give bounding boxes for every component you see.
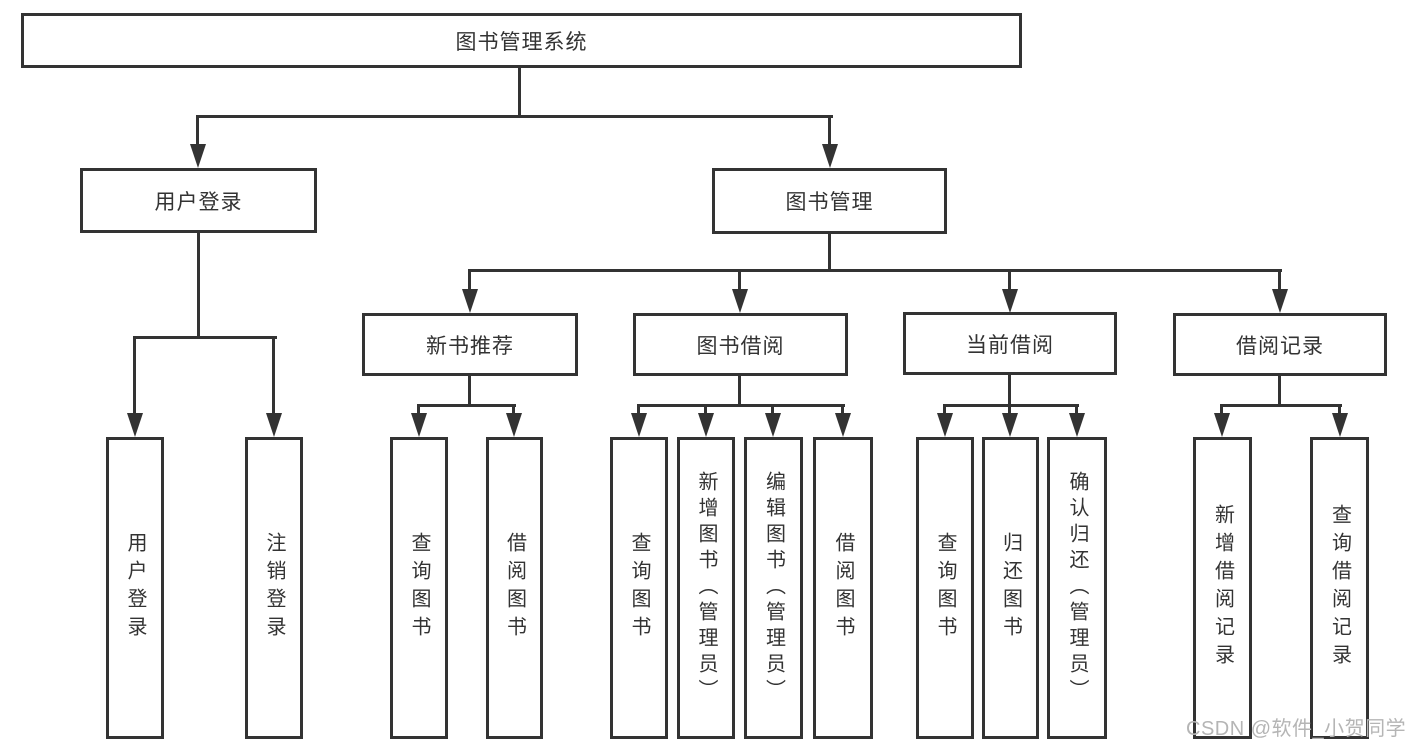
connector-line — [738, 269, 741, 293]
leaf-bb-query-books: 查询图书 — [610, 437, 668, 739]
connector-line — [468, 269, 471, 293]
node-book-borrowing-label: 图书借阅 — [696, 334, 785, 358]
node-book-borrowing: 图书借阅 — [633, 313, 848, 376]
arrow-down-icon — [190, 144, 206, 168]
connector-line — [196, 117, 199, 150]
node-current-borrowing: 当前借阅 — [903, 312, 1117, 375]
leaf-cb-return-books: 归还图书 — [982, 437, 1039, 739]
node-user-login: 用户登录 — [80, 168, 317, 233]
connector-line — [133, 336, 136, 417]
node-book-management: 图书管理 — [712, 168, 947, 234]
leaf-user-login-label: 用户登录 — [124, 532, 146, 644]
arrow-down-icon — [835, 413, 851, 437]
leaf-logout: 注销登录 — [245, 437, 303, 739]
leaf-bb-add-books-admin-label: 新增图书（管理员） — [695, 471, 717, 705]
leaf-br-query-borrow-record-label: 查询借阅记录 — [1328, 504, 1351, 672]
node-new-book-recommend-label: 新书推荐 — [426, 334, 514, 358]
node-borrow-records-label: 借阅记录 — [1236, 334, 1324, 358]
leaf-cb-query-books-label: 查询图书 — [934, 532, 956, 644]
connector-line — [1008, 269, 1011, 293]
arrow-down-icon — [1002, 413, 1018, 437]
connector-line — [841, 404, 844, 420]
leaf-nb-borrow-books-label: 借阅图书 — [503, 532, 526, 644]
node-library-system-label: 图书管理系统 — [455, 30, 588, 54]
node-book-management-label: 图书管理 — [785, 191, 874, 214]
leaf-bb-query-books-label: 查询图书 — [628, 532, 650, 644]
arrow-down-icon — [732, 289, 748, 313]
leaf-bb-edit-books-admin: 编辑图书（管理员） — [744, 437, 803, 739]
arrow-down-icon — [266, 413, 282, 437]
arrow-down-icon — [127, 413, 143, 437]
arrow-down-icon — [765, 413, 781, 437]
connector-line — [133, 336, 277, 339]
connector-line — [417, 404, 516, 407]
node-user-login-label: 用户登录 — [154, 190, 243, 214]
leaf-bb-borrow-books: 借阅图书 — [813, 437, 873, 739]
leaf-cb-confirm-return-admin: 确认归还（管理员） — [1047, 437, 1107, 739]
connector-line — [1075, 404, 1078, 420]
connector-line — [637, 404, 845, 407]
leaf-bb-add-books-admin: 新增图书（管理员） — [677, 437, 735, 739]
arrow-down-icon — [1272, 289, 1288, 313]
arrow-down-icon — [698, 413, 714, 437]
connector-line — [828, 234, 831, 271]
connector-line — [828, 117, 831, 150]
leaf-cb-confirm-return-admin-label: 确认归还（管理员） — [1066, 471, 1088, 705]
connector-line — [1338, 404, 1341, 420]
leaf-cb-query-books: 查询图书 — [916, 437, 974, 739]
connector-line — [1278, 376, 1281, 406]
leaf-cb-return-books-label: 归还图书 — [999, 532, 1022, 644]
watermark: CSDN @软件_小贺同学 — [1186, 718, 1405, 740]
arrow-down-icon — [1332, 413, 1348, 437]
connector-line — [943, 404, 1079, 407]
arrow-down-icon — [937, 413, 953, 437]
leaf-br-add-borrow-record-label: 新增借阅记录 — [1211, 504, 1234, 672]
connector-line — [1220, 404, 1342, 407]
connector-line — [738, 376, 741, 406]
leaf-nb-query-books-label: 查询图书 — [408, 532, 430, 644]
node-borrow-records: 借阅记录 — [1173, 313, 1387, 376]
connector-line — [518, 68, 521, 118]
arrow-down-icon — [1069, 413, 1085, 437]
connector-line — [771, 404, 774, 420]
arrow-down-icon — [822, 144, 838, 168]
leaf-br-add-borrow-record: 新增借阅记录 — [1193, 437, 1252, 739]
connector-line — [468, 376, 471, 406]
arrow-down-icon — [506, 413, 522, 437]
connector-line — [1220, 404, 1223, 420]
connector-line — [417, 404, 420, 420]
connector-line — [196, 115, 833, 118]
connector-line — [468, 269, 1282, 272]
connector-line — [943, 404, 946, 420]
arrow-down-icon — [631, 413, 647, 437]
leaf-bb-edit-books-admin-label: 编辑图书（管理员） — [762, 471, 785, 705]
node-library-system: 图书管理系统 — [21, 13, 1022, 68]
connector-line — [637, 404, 640, 420]
connector-line — [1008, 404, 1011, 420]
node-current-borrowing-label: 当前借阅 — [966, 333, 1054, 357]
connector-line — [704, 404, 707, 420]
leaf-br-query-borrow-record: 查询借阅记录 — [1310, 437, 1369, 739]
connector-line — [272, 336, 275, 417]
arrow-down-icon — [462, 289, 478, 313]
connector-line — [512, 404, 515, 420]
connector-line — [1008, 375, 1011, 406]
arrow-down-icon — [1002, 289, 1018, 313]
connector-line — [1278, 269, 1281, 293]
leaf-bb-borrow-books-label: 借阅图书 — [832, 532, 854, 644]
arrow-down-icon — [1214, 413, 1230, 437]
connector-line — [197, 233, 200, 339]
leaf-user-login: 用户登录 — [106, 437, 164, 739]
node-new-book-recommend: 新书推荐 — [362, 313, 578, 376]
leaf-nb-query-books: 查询图书 — [390, 437, 448, 739]
leaf-nb-borrow-books: 借阅图书 — [486, 437, 543, 739]
arrow-down-icon — [411, 413, 427, 437]
leaf-logout-label: 注销登录 — [263, 532, 285, 644]
